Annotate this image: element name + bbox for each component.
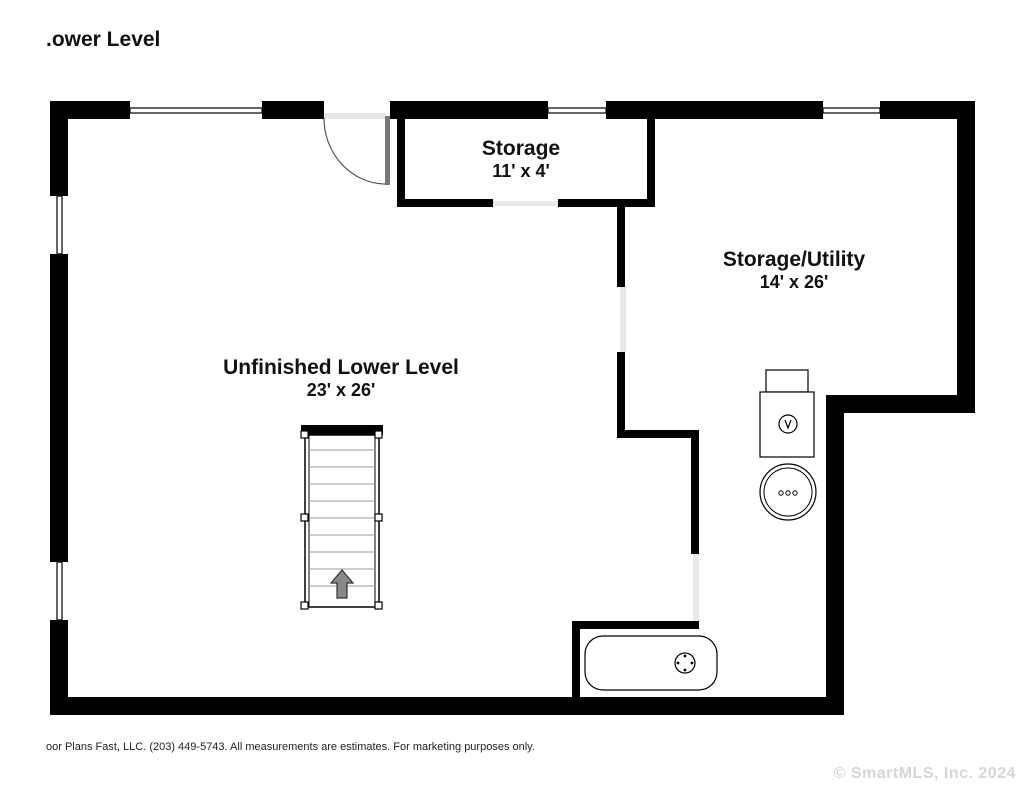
windows bbox=[56, 107, 881, 621]
window bbox=[56, 561, 63, 621]
room-name: Storage/Utility bbox=[723, 248, 866, 271]
window bbox=[547, 107, 607, 114]
partition-walls bbox=[572, 207, 699, 701]
up-arrow-icon bbox=[329, 569, 355, 599]
room-dimensions: 23' x 26' bbox=[307, 380, 376, 400]
entry-door bbox=[323, 113, 390, 185]
stairs bbox=[300, 425, 383, 610]
window bbox=[56, 195, 63, 255]
window bbox=[129, 107, 263, 114]
utility-tub bbox=[584, 635, 718, 691]
copyright-watermark: © SmartMLS, Inc. 2024 bbox=[833, 765, 1016, 782]
window bbox=[822, 107, 881, 114]
disclaimer-text: oor Plans Fast, LLC. (203) 449-5743. All… bbox=[46, 741, 535, 753]
room-dimensions: 11' x 4' bbox=[492, 161, 550, 181]
floor-title: .ower Level bbox=[46, 28, 161, 51]
room-labels: Unfinished Lower Level 23' x 26' Storage… bbox=[223, 137, 865, 400]
water-heater bbox=[759, 463, 817, 521]
room-name: Storage bbox=[482, 137, 560, 160]
room-dimensions: 14' x 26' bbox=[760, 272, 829, 292]
room-name: Unfinished Lower Level bbox=[223, 356, 459, 379]
exterior-walls bbox=[50, 101, 975, 715]
furnace-fixture bbox=[759, 369, 815, 458]
storage-walls bbox=[397, 115, 655, 207]
